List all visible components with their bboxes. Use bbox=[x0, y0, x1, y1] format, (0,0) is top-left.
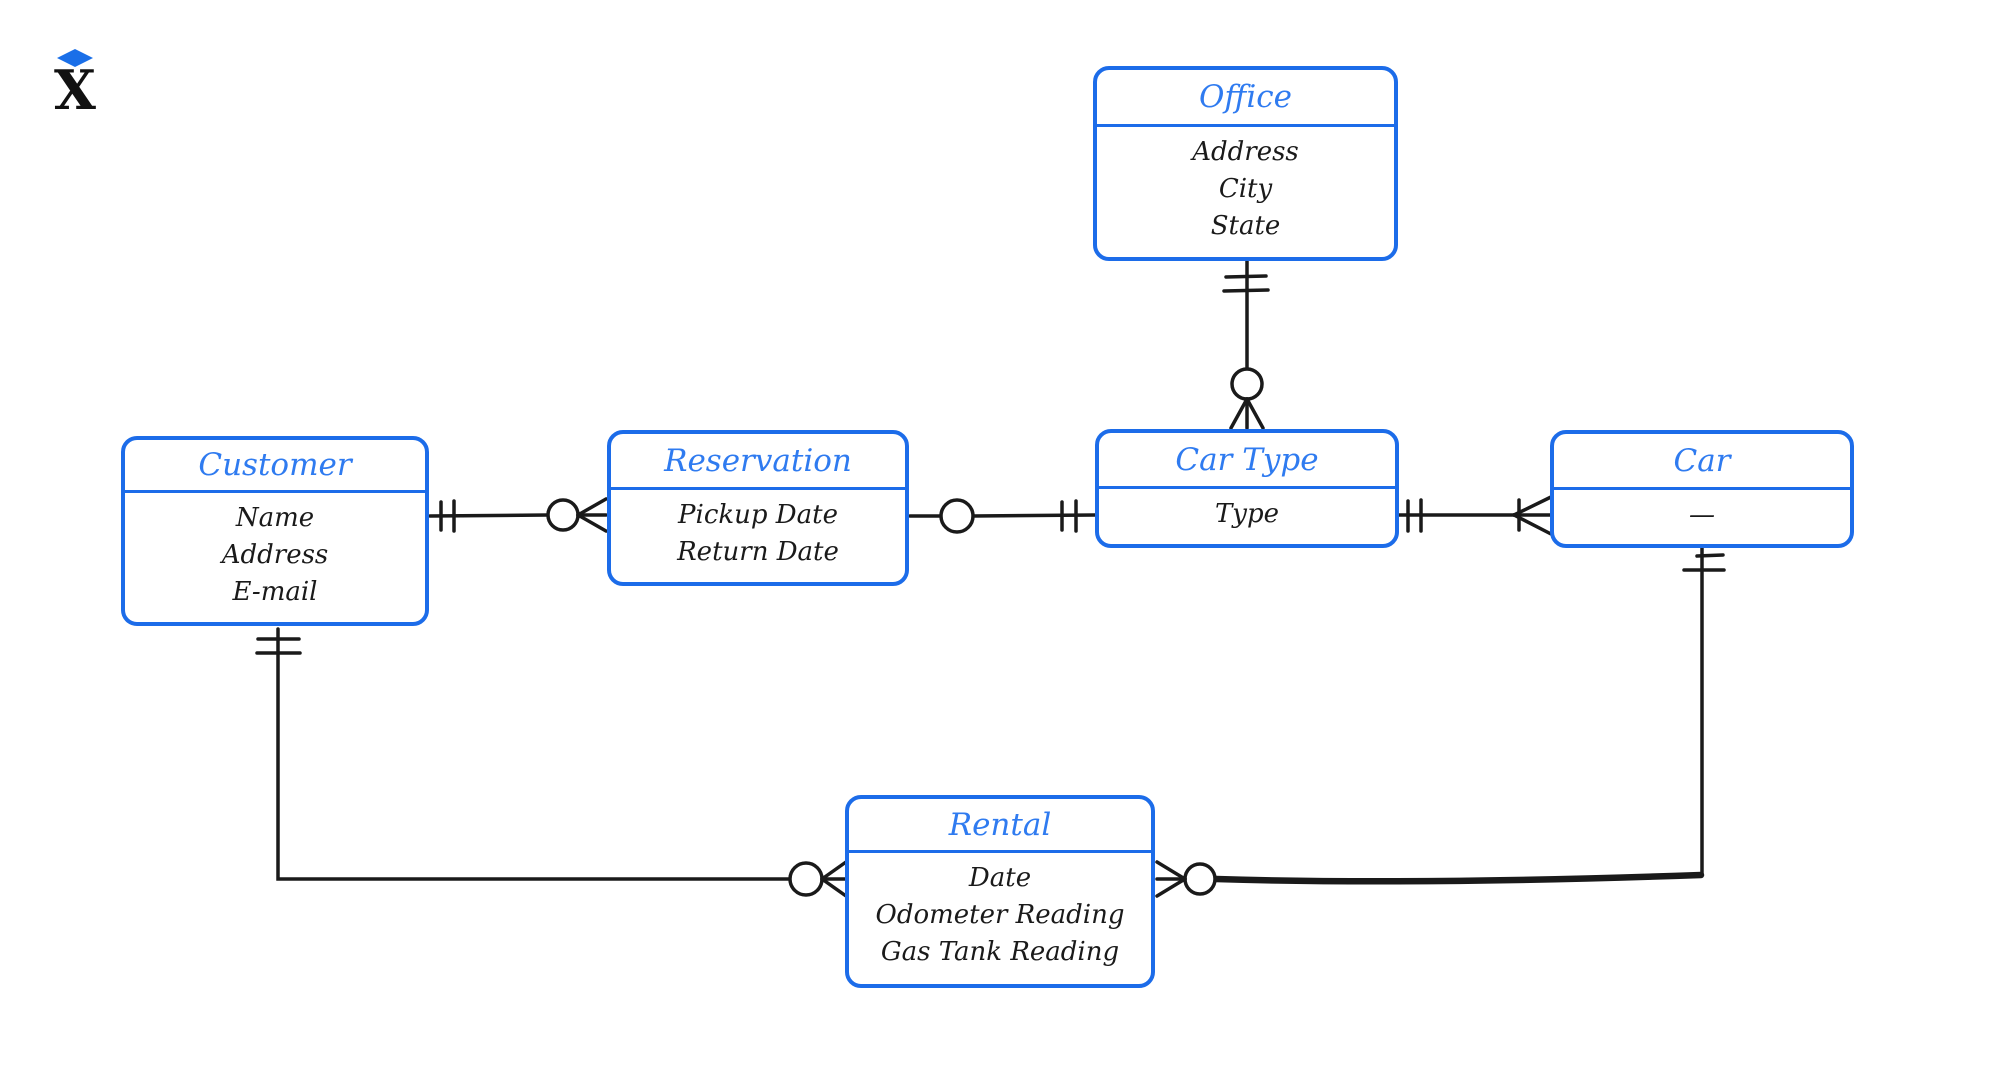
attribute-label: City bbox=[1218, 174, 1273, 204]
cardinality-one-and-only-one bbox=[1060, 499, 1078, 533]
cardinality-zero-or-one bbox=[939, 498, 975, 534]
cardinality-zero-or-many bbox=[788, 860, 848, 898]
attribute-label: Address bbox=[221, 540, 329, 570]
attribute-label: Odometer Reading bbox=[875, 900, 1125, 930]
relationship-office-cartype[interactable] bbox=[1222, 259, 1270, 430]
relationship-customer-reservation[interactable] bbox=[428, 497, 608, 533]
entity-title: Car bbox=[1554, 434, 1850, 490]
logo-x-letter: X bbox=[54, 58, 96, 112]
cardinality-one-and-only-one bbox=[1682, 553, 1726, 572]
attribute-label: Address bbox=[1192, 137, 1299, 167]
cardinality-zero-or-many bbox=[1229, 367, 1265, 430]
cardinality-one-and-only-one bbox=[439, 499, 456, 533]
logo-diamond-icon bbox=[57, 49, 93, 67]
entity-title: Rental bbox=[849, 799, 1151, 853]
attribute-label: Name bbox=[235, 503, 315, 533]
attribute-label: Gas Tank Reading bbox=[880, 937, 1120, 967]
relationship-car-rental[interactable] bbox=[1155, 546, 1726, 898]
relationship-customer-rental[interactable] bbox=[255, 627, 848, 898]
attribute-label: State bbox=[1210, 211, 1281, 241]
cardinality-one-and-only-one bbox=[1406, 498, 1423, 533]
attribute-label: Date bbox=[968, 863, 1032, 893]
entity-attributes: — bbox=[1554, 490, 1850, 534]
entity-title: Reservation bbox=[611, 434, 905, 490]
entity-attributes: Type bbox=[1099, 489, 1395, 533]
cardinality-one-and-only-one bbox=[255, 637, 302, 655]
entity-car[interactable]: Car — bbox=[1550, 430, 1854, 548]
attribute-label: E-mail bbox=[232, 577, 318, 607]
attribute-label: Return Date bbox=[677, 537, 839, 567]
cardinality-zero-or-many bbox=[546, 497, 608, 533]
entity-title: Customer bbox=[125, 440, 425, 493]
attribute-label: — bbox=[1689, 500, 1715, 530]
cardinality-one-and-only-one bbox=[1222, 274, 1270, 293]
cardinality-zero-or-many bbox=[1155, 860, 1217, 898]
cardinality-one-or-many bbox=[1512, 495, 1553, 536]
attribute-label: Pickup Date bbox=[678, 500, 838, 530]
entity-car-type[interactable]: Car Type Type bbox=[1095, 429, 1399, 548]
entity-title: Office bbox=[1097, 70, 1394, 127]
relationship-reservation-cartype[interactable] bbox=[908, 498, 1097, 534]
entity-title: Car Type bbox=[1099, 433, 1395, 489]
attribute-label: Type bbox=[1214, 499, 1280, 529]
app-logo[interactable]: X bbox=[52, 46, 100, 112]
relationship-cartype-car[interactable] bbox=[1397, 495, 1553, 536]
